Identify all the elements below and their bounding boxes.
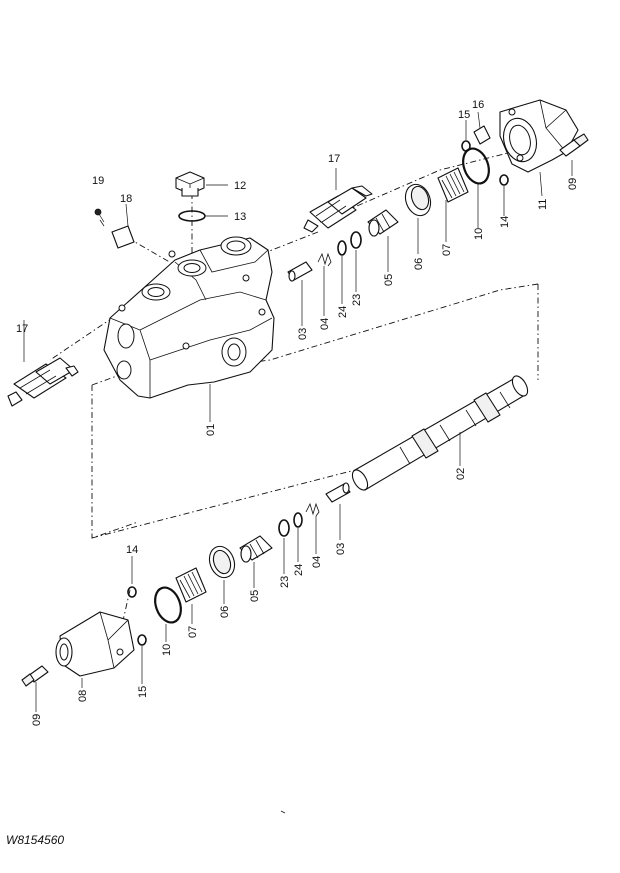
label-03-bottom: 03 — [335, 543, 347, 555]
drawing-reference: W8154560 — [6, 833, 64, 847]
label-14-bottom: 14 — [126, 544, 138, 556]
label-14-top: 14 — [499, 216, 511, 228]
label-09-bottom: 09 — [31, 714, 43, 726]
o-ring-14-upper — [499, 174, 509, 186]
spring-07-upper — [437, 167, 469, 203]
plug-16 — [473, 125, 491, 145]
valve-body — [103, 236, 275, 399]
o-ring-10-lower — [154, 586, 182, 624]
ring-24-lower — [293, 512, 303, 528]
relief-valve-left — [7, 357, 79, 407]
o-ring-15-lower — [137, 634, 147, 646]
relief-valve-top — [303, 185, 373, 233]
stray-mark — [280, 810, 286, 814]
label-05-bottom: 05 — [249, 590, 261, 602]
name-plate — [111, 225, 135, 249]
bolt-09-lower — [21, 665, 49, 687]
label-01: 01 — [205, 424, 217, 436]
label-16: 16 — [472, 99, 484, 111]
retainer-06-upper — [404, 183, 432, 217]
label-19: 19 — [92, 175, 104, 187]
plug — [175, 171, 205, 197]
label-04-top: 04 — [319, 318, 331, 330]
ring-24-upper — [337, 240, 347, 256]
label-24-top: 24 — [337, 306, 349, 318]
label-10-bottom: 10 — [161, 644, 173, 656]
label-15-bottom: 15 — [137, 686, 149, 698]
ring-23-lower — [278, 519, 290, 537]
o-ring-13 — [178, 210, 206, 222]
ring-23-upper — [350, 231, 362, 249]
main-spool — [351, 375, 529, 491]
label-06-bottom: 06 — [219, 606, 231, 618]
bolt-09-upper — [559, 133, 589, 157]
assembly-axis-lower — [91, 469, 356, 539]
o-ring-14-lower — [127, 586, 137, 598]
assembly-axis-top-right — [319, 149, 521, 223]
label-07-bottom: 07 — [187, 626, 199, 638]
label-04-bottom: 04 — [311, 556, 323, 568]
label-07-top: 07 — [441, 244, 453, 256]
leader-lines — [23, 111, 573, 712]
label-24-bottom: 24 — [293, 564, 305, 576]
seat-05-lower — [239, 535, 273, 563]
poppet-03-upper — [287, 261, 313, 282]
end-cap-08 — [55, 611, 135, 677]
screw-19 — [94, 208, 105, 223]
label-12: 12 — [234, 180, 246, 192]
label-11: 11 — [537, 199, 549, 210]
label-09-top: 09 — [567, 178, 579, 190]
end-cap-11 — [499, 99, 579, 173]
label-13: 13 — [234, 211, 246, 223]
label-23-bottom: 23 — [279, 576, 291, 588]
seat-05-upper — [367, 209, 399, 237]
label-05-top: 05 — [383, 274, 395, 286]
label-15-top: 15 — [458, 109, 470, 121]
label-08: 08 — [77, 690, 89, 702]
spring-04-upper — [317, 252, 332, 267]
poppet-03-lower — [325, 482, 351, 503]
label-03-top: 03 — [297, 328, 309, 340]
retainer-06-lower — [208, 545, 236, 579]
label-23-top: 23 — [351, 294, 363, 306]
label-02: 02 — [455, 468, 467, 480]
spring-04-lower — [305, 502, 320, 517]
label-17-top: 17 — [328, 153, 340, 165]
label-06-top: 06 — [413, 258, 425, 270]
label-10-top: 10 — [473, 228, 485, 240]
label-18: 18 — [120, 193, 132, 205]
o-ring-15-upper — [461, 140, 471, 152]
spring-07-lower — [175, 567, 207, 603]
label-17-left: 17 — [16, 323, 28, 335]
